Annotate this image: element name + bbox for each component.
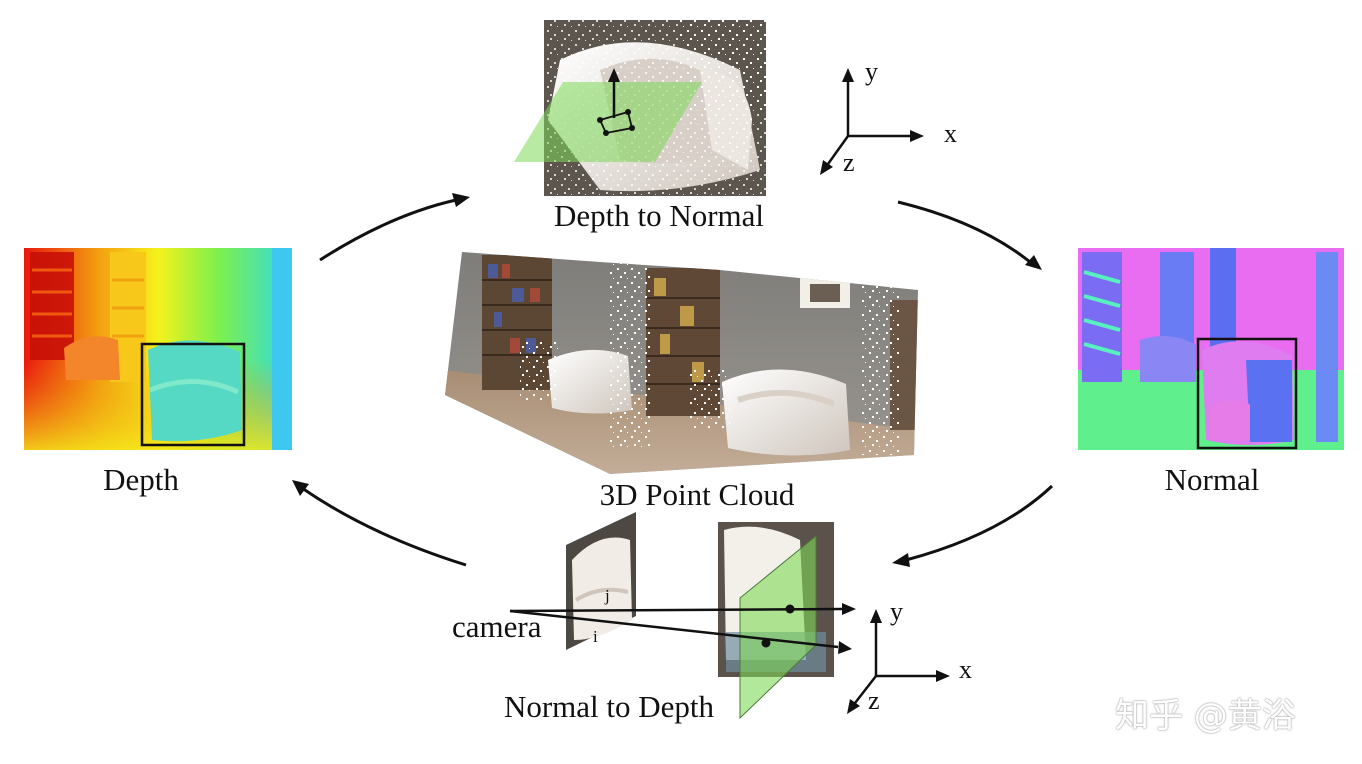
normal-vector-arrow bbox=[597, 68, 635, 136]
normal-label: Normal bbox=[1165, 462, 1260, 497]
axes-top bbox=[820, 68, 924, 175]
image-plane-right bbox=[718, 522, 834, 720]
axis-top-y-label: y bbox=[865, 57, 878, 86]
axis-bottom-z-label: z bbox=[868, 686, 880, 715]
depth-roi-box bbox=[140, 342, 246, 447]
depth-label: Depth bbox=[103, 462, 179, 497]
arrow-bottom-to-depth bbox=[301, 486, 467, 567]
arrow-depth-to-top bbox=[319, 198, 457, 262]
axis-bottom-x-label: x bbox=[959, 655, 972, 684]
depth-map-image bbox=[24, 248, 292, 450]
camera-rays bbox=[509, 603, 856, 654]
normal-map-image bbox=[1078, 248, 1344, 450]
depth-to-normal-label: Depth to Normal bbox=[554, 198, 764, 233]
axes-bottom bbox=[847, 609, 950, 714]
image-plane-left bbox=[566, 512, 636, 650]
local-plane bbox=[740, 536, 816, 718]
watermark-text: 知乎 @黄浴 bbox=[1115, 696, 1296, 736]
axis-top-x-label: x bbox=[944, 119, 957, 148]
axis-top-z-label: z bbox=[843, 148, 855, 177]
point-cloud-image bbox=[445, 252, 918, 474]
arrow-top-to-normal bbox=[897, 200, 1031, 264]
normal-roi-box bbox=[1196, 337, 1298, 450]
pixel-j-label: j bbox=[604, 586, 610, 605]
cycle-arrows bbox=[301, 198, 1054, 567]
axis-bottom-y-label: y bbox=[890, 597, 903, 626]
normal-to-depth-label: Normal to Depth bbox=[504, 689, 715, 724]
point-cloud-label: 3D Point Cloud bbox=[600, 477, 795, 512]
camera-label: camera bbox=[452, 609, 542, 644]
tangent-plane bbox=[514, 82, 702, 162]
arrow-normal-to-bottom bbox=[905, 484, 1054, 562]
pixel-i-label: i bbox=[593, 627, 598, 646]
cycle-arrowheads bbox=[292, 193, 1042, 567]
